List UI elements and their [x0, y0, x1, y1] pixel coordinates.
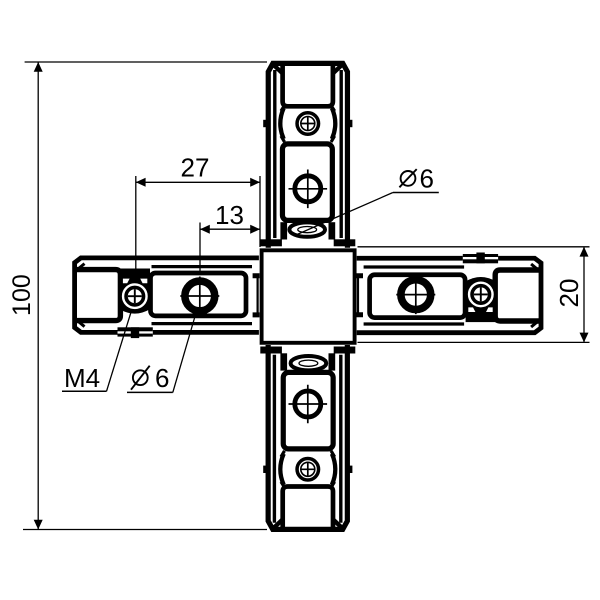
- svg-text:6: 6: [420, 163, 434, 193]
- svg-text:6: 6: [155, 363, 169, 393]
- svg-text:100: 100: [8, 274, 36, 316]
- svg-text:20: 20: [554, 279, 584, 308]
- svg-text:27: 27: [181, 153, 210, 183]
- svg-text:M4: M4: [64, 363, 100, 393]
- svg-text:13: 13: [215, 200, 244, 230]
